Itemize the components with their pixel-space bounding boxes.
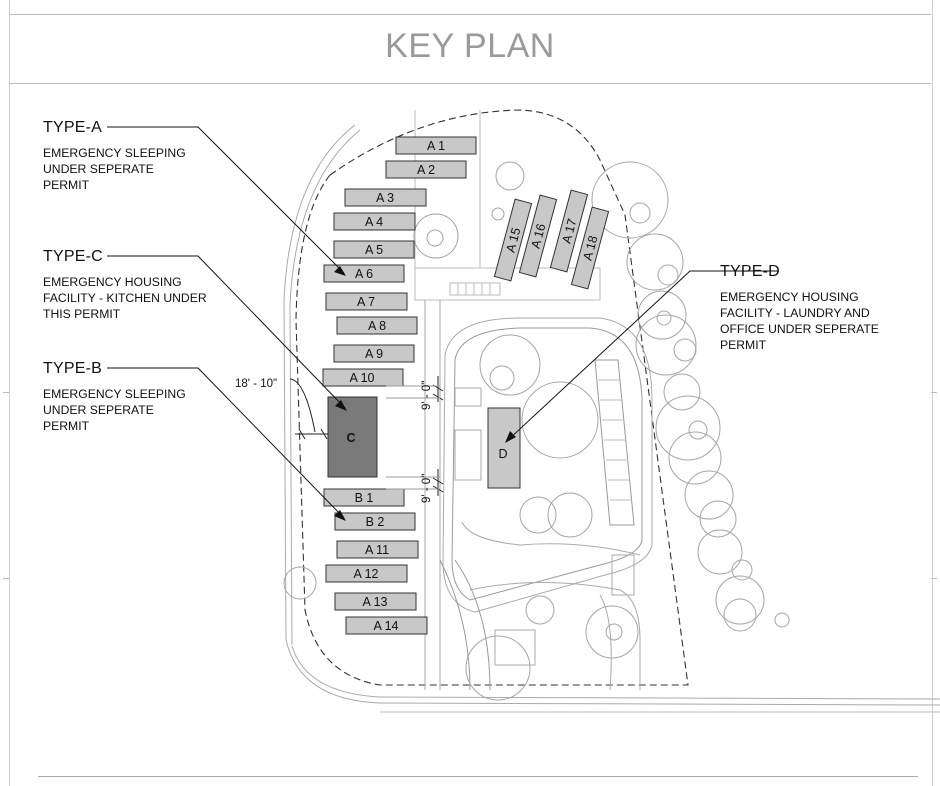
sheet-frame	[9, 0, 933, 786]
building-c-label: C	[346, 431, 355, 445]
building-a1-label: A 1	[427, 139, 445, 153]
building-a5-label: A 5	[365, 243, 383, 257]
leader-type-b	[107, 367, 345, 519]
leader-type-a	[107, 126, 345, 274]
margin-tick	[3, 578, 9, 579]
building-d-label: D	[498, 447, 507, 461]
trees	[283, 161, 790, 701]
building-a16[interactable]: A 16	[518, 194, 558, 278]
building-b2[interactable]: B 2	[334, 512, 416, 531]
dimension-bottom-gap: 9' - 0"	[421, 474, 433, 503]
buildings: A 1 A 2 A 3 A 4 A 5 A 6 A 7 A 8 A 9 A 10…	[322, 136, 610, 635]
building-a17-label: A 17	[559, 217, 579, 245]
building-b2-label: B 2	[366, 515, 385, 529]
label-type-a: TYPE-A EMERGENCY SLEEPING UNDER SEPERATE…	[43, 119, 186, 193]
building-a14[interactable]: A 14	[345, 616, 428, 635]
building-a15[interactable]: A 15	[493, 198, 533, 282]
building-a2-label: A 2	[417, 163, 435, 177]
building-a1[interactable]: A 1	[395, 136, 477, 155]
page-title: KEY PLAN	[385, 27, 555, 65]
leader-type-c	[107, 255, 346, 409]
building-a5[interactable]: A 5	[333, 240, 415, 259]
arrow-icon	[334, 510, 346, 521]
label-type-c-desc: EMERGENCY HOUSING FACILITY - KITCHEN UND…	[43, 275, 207, 321]
building-a9-label: A 9	[365, 347, 383, 361]
label-type-a-desc: EMERGENCY SLEEPING UNDER SEPERATE PERMIT	[43, 146, 186, 192]
building-a3-label: A 3	[376, 191, 394, 205]
building-a6[interactable]: A 6	[323, 264, 405, 283]
building-d[interactable]: D	[487, 407, 521, 489]
label-type-b-title: TYPE-B	[43, 360, 102, 377]
building-a14-label: A 14	[373, 619, 398, 633]
building-a15-label: A 15	[503, 226, 523, 254]
building-a17[interactable]: A 17	[549, 189, 589, 273]
leader-arrowheads	[334, 266, 516, 521]
title-bar: KEY PLAN	[9, 14, 931, 84]
building-a12-label: A 12	[353, 567, 378, 581]
building-a18-label: A 18	[580, 234, 600, 262]
building-a18[interactable]: A 18	[570, 206, 610, 290]
building-a7[interactable]: A 7	[325, 292, 408, 311]
building-a9[interactable]: A 9	[333, 344, 415, 363]
building-a11[interactable]: A 11	[336, 540, 419, 559]
label-type-c: TYPE-C EMERGENCY HOUSING FACILITY - KITC…	[43, 248, 207, 322]
label-type-a-title: TYPE-A	[43, 119, 102, 136]
building-a10-label: A 10	[349, 371, 374, 385]
building-a4-label: A 4	[365, 215, 383, 229]
margin-tick	[931, 578, 937, 579]
label-type-b-desc: EMERGENCY SLEEPING UNDER SEPERATE PERMIT	[43, 387, 186, 433]
building-a11-label: A 11	[365, 543, 389, 557]
building-a13[interactable]: A 13	[334, 592, 417, 611]
building-a7-label: A 7	[357, 295, 375, 309]
arrow-icon	[335, 400, 347, 411]
label-type-c-title: TYPE-C	[43, 248, 103, 265]
label-type-d-desc: EMERGENCY HOUSING FACILITY - LAUNDRY AND…	[720, 290, 879, 352]
building-a13-label: A 13	[362, 595, 387, 609]
arrow-icon	[334, 266, 346, 276]
dimensions: 18' - 10" 9' - 0" 9' - 0"	[235, 376, 444, 503]
building-a12[interactable]: A 12	[325, 564, 408, 583]
dimension-left-gap: 18' - 10"	[235, 378, 277, 390]
building-a8-label: A 8	[368, 319, 386, 333]
bottom-rule	[38, 776, 918, 777]
building-b1[interactable]: B 1	[323, 488, 405, 507]
arrow-icon	[505, 431, 516, 443]
building-a6-label: A 6	[355, 267, 373, 281]
dimension-top-gap: 9' - 0"	[421, 381, 433, 410]
label-type-d: TYPE-D EMERGENCY HOUSING FACILITY - LAUN…	[720, 263, 879, 353]
building-a16-label: A 16	[528, 222, 548, 250]
label-type-b: TYPE-B EMERGENCY SLEEPING UNDER SEPERATE…	[43, 360, 186, 434]
label-type-d-title: TYPE-D	[720, 263, 780, 280]
leaders	[107, 126, 778, 519]
building-a8[interactable]: A 8	[336, 316, 418, 335]
building-a10[interactable]: A 10	[322, 368, 404, 387]
leader-type-d	[507, 270, 778, 441]
building-a2[interactable]: A 2	[385, 160, 467, 179]
building-c[interactable]: C	[327, 396, 378, 478]
margin-tick	[3, 392, 9, 393]
building-a4[interactable]: A 4	[333, 212, 416, 231]
margin-tick	[931, 392, 937, 393]
building-a3[interactable]: A 3	[344, 188, 427, 207]
building-b1-label: B 1	[355, 491, 374, 505]
